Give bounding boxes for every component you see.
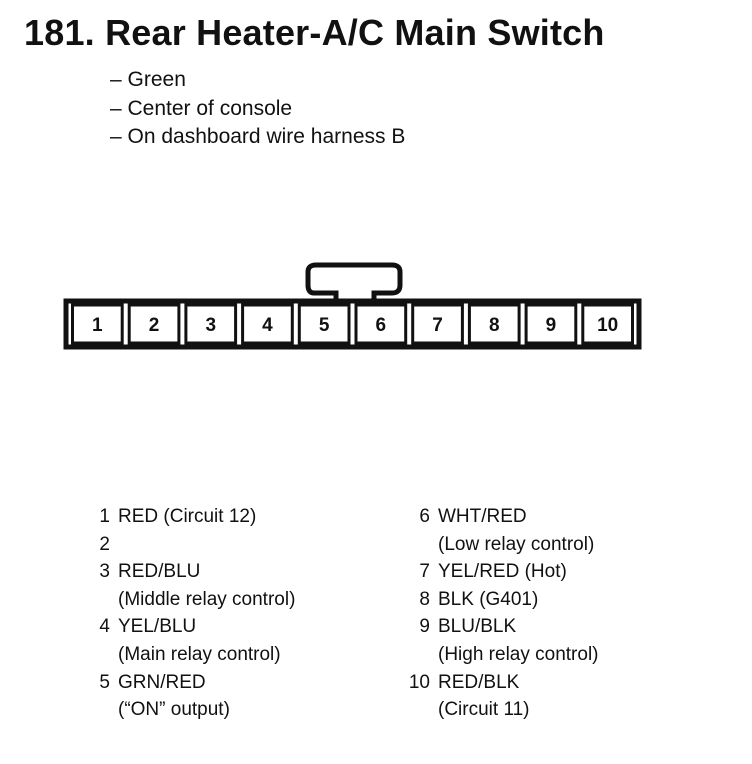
wire-color: YEL/BLU: [118, 616, 197, 638]
wire-color: GRN/RED: [118, 671, 206, 693]
wire-color: BLU/BLK: [438, 616, 517, 638]
pin-number-2: 2: [149, 315, 160, 336]
pin-number: 8: [419, 588, 430, 610]
pin-number: 5: [99, 671, 110, 693]
pinout-entry-5: 5 GRN/RED (“ON” output): [82, 669, 295, 724]
wire-function: (Main relay control): [118, 643, 281, 665]
page-title: 181. Rear Heater-A/C Main Switch: [24, 12, 605, 53]
pinout-entry-7: 7 YEL/RED (Hot): [402, 558, 599, 586]
pin-number: 10: [408, 671, 430, 693]
wire-function: (Middle relay control): [118, 588, 296, 610]
pin-cavity-1: [71, 303, 124, 345]
pin-number-7: 7: [432, 315, 443, 336]
wire-function: (“ON” output): [118, 699, 230, 721]
pinout-entry-8: 8 BLK (G401): [402, 586, 599, 614]
pin-cavity-10: [581, 303, 634, 345]
pin-number-3: 3: [205, 315, 216, 336]
connector-lock-tab: [305, 262, 403, 301]
connector-location: – Center of console: [110, 96, 293, 120]
pin-cavity-5: [297, 303, 351, 345]
pin-number-5: 5: [319, 315, 330, 336]
pinout-left-column: 1 RED (Circuit 12) 2 3 RED/BLU (Middle relay …: [82, 503, 295, 724]
pin-cavity-7: [411, 303, 464, 345]
wire-color: RED (Circuit 12): [118, 506, 257, 527]
pin-number-9: 9: [546, 315, 557, 336]
pin-cavity-2: [127, 303, 181, 345]
pinout-entry-2: 2: [82, 531, 295, 559]
pin-cavity-3: [184, 303, 238, 345]
pin-number: 3: [99, 561, 110, 583]
wire-color: RED/BLK: [438, 671, 520, 693]
pin-number-10: 10: [597, 315, 618, 336]
pin-number: 6: [419, 506, 430, 527]
pinout-entry-3: 3 RED/BLU (Middle relay control): [82, 558, 295, 613]
pin-number: 2: [99, 533, 110, 555]
pin-cavity-6: [354, 303, 408, 345]
pin-number: 1: [99, 506, 110, 527]
wire-function: (Circuit 11): [438, 699, 530, 721]
pinout-entry-1: 1 RED (Circuit 12): [82, 503, 295, 531]
wire-color: RED/BLU: [118, 561, 201, 583]
pin-number: 7: [419, 561, 430, 583]
connector-pins: 1 2 3 4 5 6 7 8 9 10: [71, 303, 634, 345]
pin-number-1: 1: [92, 315, 103, 336]
pinout-entry-10: 10 RED/BLK (Circuit 11): [402, 669, 599, 724]
pin-cavity-4: [241, 303, 294, 345]
pin-number-8: 8: [489, 315, 500, 336]
pinout-right-column: 6 WHT/RED (Low relay control) 7 YEL/RED (Hot…: [402, 503, 599, 724]
pin-number: 4: [99, 616, 110, 638]
wire-color: YEL/RED (Hot): [438, 561, 567, 583]
pin-cavity-9: [524, 303, 578, 345]
connector-info: – Green – Center of console – On dashboa…: [110, 66, 405, 152]
pinout-entry-9: 9 BLU/BLK (High relay control): [402, 613, 599, 668]
pin-number-4: 4: [262, 315, 273, 336]
pinout-entry-4: 4 YEL/BLU (Main relay control): [82, 613, 295, 668]
pinout-entry-6: 6 WHT/RED (Low relay control): [402, 503, 599, 558]
pin-number-6: 6: [376, 315, 387, 336]
connector-harness: – On dashboard wire harness B: [110, 125, 406, 148]
wire-color: BLK (G401): [438, 588, 539, 610]
pin-cavity-8: [467, 303, 521, 345]
wire-function: (Low relay control): [438, 533, 595, 555]
connector-color: – Green: [110, 68, 186, 91]
wire-color: WHT/RED: [438, 506, 527, 527]
pin-number: 9: [419, 616, 430, 638]
wire-function: (High relay control): [438, 643, 599, 665]
